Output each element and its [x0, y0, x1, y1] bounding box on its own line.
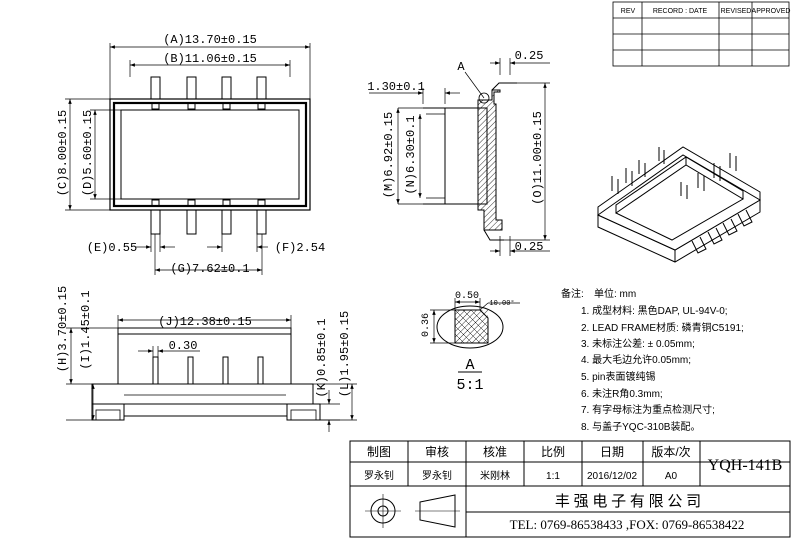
top-view [65, 43, 311, 275]
note-item: 5. pin表面镀纯锡 [581, 370, 655, 383]
title-block [349, 440, 791, 538]
dim-e-label: (E)0.55 [87, 241, 137, 255]
top-body-outline [109, 98, 311, 211]
dim-i-label: (I)1.45±0.1 [79, 290, 93, 369]
section-view [369, 58, 550, 256]
top-body-rim [112, 101, 308, 208]
tb-value-approved: 米刚林 [480, 469, 510, 482]
dim-030-label: 0.30 [169, 339, 198, 353]
dim-a-label: (A)13.70±0.15 [163, 33, 257, 47]
tb-value-drawn: 罗永钊 [364, 469, 394, 482]
dim-l-label: (L)1.95±0.15 [338, 311, 352, 397]
record-date-header: RECORD : DATE [653, 8, 708, 15]
detail-dim-050-label: 0.50 [455, 291, 479, 302]
detail-angle-label: 10.00° [489, 299, 514, 308]
dim-n-label: (N)6.30±0.1 [404, 115, 418, 194]
tb-header-date: 日期 [600, 445, 624, 459]
isometric-view [596, 146, 761, 263]
note-item: 1. 成型材料: 黑色DAP, UL-94V-0; [581, 304, 728, 317]
dim-j-label: (J)12.38±0.15 [158, 315, 252, 329]
note-item: 7. 有字母标注为重点检测尺寸; [581, 403, 715, 416]
dim-h-label: (H)3.70±0.15 [56, 286, 70, 372]
note-item: 4. 最大毛边允许0.05mm; [581, 353, 691, 366]
revision-table [612, 1, 790, 67]
company-name: 丰 强 电 子 有 限 公 司 [555, 493, 701, 510]
dim-b-label: (B)11.06±0.15 [163, 52, 257, 66]
detail-scale-label: 5:1 [456, 377, 483, 394]
detail-a-label: A [465, 357, 474, 374]
top-body-cavity [120, 109, 300, 200]
detail-dim-036-label: 0.36 [421, 313, 432, 337]
side-view [66, 315, 357, 432]
notes-title: 备注: [561, 287, 584, 300]
note-item: 2. LEAD FRAME材质: 磷青铜C5191; [581, 321, 744, 334]
dim-d-label: (D)5.60±0.15 [81, 110, 95, 196]
note-item: 8. 与盖子YQC-310B装配。 [581, 420, 700, 433]
top-pins-lower [150, 209, 267, 235]
dim-f-label: (F)2.54 [275, 241, 325, 255]
tb-header-approved: 核准 [483, 445, 507, 459]
company-contact: TEL: 0769-86538433 ,FOX: 0769-86538422 [510, 517, 745, 532]
rev-header: REV [621, 8, 636, 15]
revised-header: REVISED [721, 8, 752, 15]
tb-header-drawn: 制图 [367, 445, 391, 459]
tb-value-date: 2016/12/02 [587, 471, 637, 482]
notes-list: 1. 成型材料: 黑色DAP, UL-94V-0; 2. LEAD FRAME材… [581, 304, 744, 433]
dim-m-label: (M)6.92±0.15 [382, 112, 396, 198]
dim-o-label: (O)11.00±0.15 [531, 111, 545, 205]
part-number: YQH-141B [708, 457, 783, 474]
tb-value-scale: 1:1 [546, 471, 560, 482]
note-item: 6. 未注R角0.3mm; [581, 387, 663, 400]
tb-value-version: A0 [665, 471, 678, 482]
notes-unit: 单位: mm [594, 287, 636, 300]
dim-130-label: 1.30±0.1 [367, 80, 425, 94]
dim-025-bottom-label: 0.25 [515, 240, 544, 254]
tb-header-version: 版本/次 [651, 445, 690, 459]
tb-header-checked: 审核 [425, 444, 449, 459]
approved-header: APPROVED [752, 8, 791, 15]
tb-header-scale: 比例 [541, 445, 565, 459]
dim-025-top-label: 0.25 [515, 49, 544, 63]
dim-c-label: (C)8.00±0.15 [56, 110, 70, 196]
detail-a [430, 298, 520, 373]
note-item: 3. 未标注公差: ± 0.05mm; [581, 337, 695, 350]
top-pins-upper [150, 76, 267, 100]
callout-a-label: A [457, 60, 465, 74]
dim-k-label: (K)0.85±0.1 [315, 318, 329, 397]
dim-g-label: (G)7.62±0.1 [170, 262, 249, 276]
tb-value-checked: 罗永钊 [422, 469, 452, 482]
